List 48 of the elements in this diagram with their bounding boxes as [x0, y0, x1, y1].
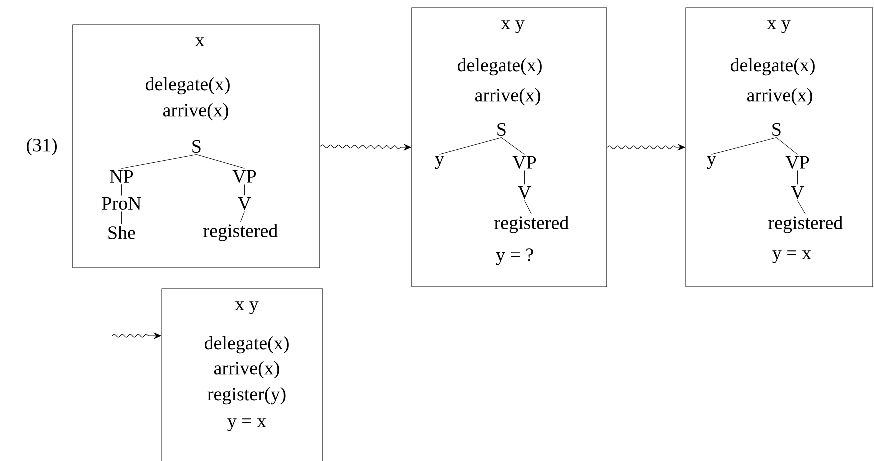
example-number: (31)	[27, 138, 57, 156]
condition-text: arrive(x)	[163, 103, 228, 121]
tree-label: V	[518, 186, 532, 200]
tree-branch	[439, 138, 502, 155]
condition-text: x y	[501, 20, 525, 34]
tree-label: S	[772, 123, 781, 136]
tree-branch	[776, 138, 798, 155]
tree-label: VP	[512, 156, 536, 170]
condition-text: delegate(x)	[458, 58, 542, 76]
condition-text: delegate(x)	[730, 58, 815, 76]
tree-label: She	[108, 226, 136, 240]
tree-label: V	[791, 186, 804, 200]
tree-branch	[121, 184, 122, 196]
condition-text: arrive(x)	[747, 88, 812, 106]
tree-branch	[524, 170, 525, 185]
condition-text: arrive(x)	[475, 88, 540, 106]
tree-branch	[244, 184, 245, 196]
tree-label: registered	[494, 216, 569, 234]
condition-text: delegate(x)	[146, 77, 230, 95]
tree-label: VP	[786, 156, 810, 170]
tree-label: registered	[204, 224, 278, 242]
tree-label: ProN	[102, 197, 142, 210]
condition-text: x y	[235, 302, 259, 314]
tree-label: S	[192, 140, 201, 154]
condition-text: register(y)	[208, 387, 286, 405]
condition-text: x y	[767, 20, 791, 34]
condition-text: y = x	[772, 250, 812, 264]
condition-text: arrive(x)	[214, 361, 280, 379]
tree-branch	[240, 212, 245, 223]
tree-branch	[797, 170, 798, 185]
tree-branch	[711, 138, 777, 155]
tree-label: y	[435, 156, 444, 170]
condition-text: y = ?	[496, 248, 534, 266]
condition-text: delegate(x)	[204, 336, 289, 354]
condition-text: x	[195, 38, 205, 46]
tree-label: y	[707, 156, 716, 170]
tree-label: registered	[768, 216, 843, 234]
tree-label: S	[498, 123, 506, 136]
tree-branch	[524, 200, 532, 215]
tree-branch	[797, 200, 806, 215]
tree-label: NP	[110, 170, 134, 183]
tree-label: V	[238, 197, 252, 210]
tree-label: VP	[232, 170, 256, 184]
condition-text: y = x	[228, 418, 266, 432]
tree-branch	[196, 154, 245, 169]
tree-branch	[121, 211, 122, 225]
tree-branch	[501, 138, 525, 155]
tree-branch	[121, 154, 197, 170]
